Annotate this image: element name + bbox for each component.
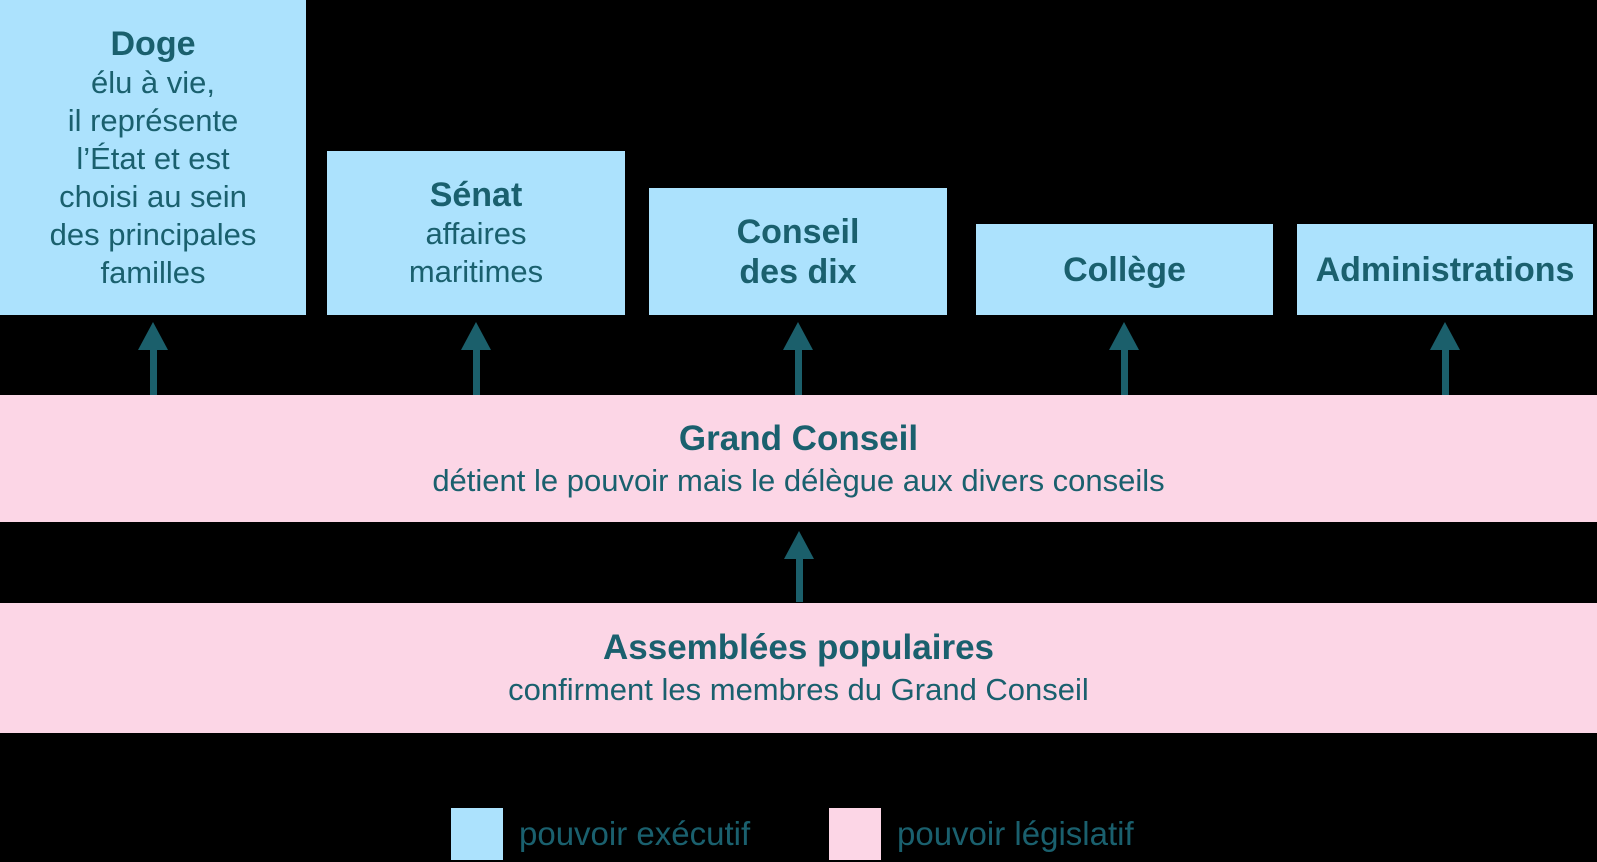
- up-arrow-to-senat: [461, 322, 491, 395]
- doge-line: élu à vie,: [90, 64, 216, 100]
- box-senat: Sénat affaires maritimes: [327, 151, 625, 315]
- up-arrow-to-college: [1109, 322, 1139, 395]
- legend-executive-label: pouvoir exécutif: [519, 815, 751, 852]
- box-doge: Doge élu à vie, il représente l’État et …: [0, 0, 306, 315]
- conseil-des-dix-title-line1: Conseil: [736, 212, 860, 251]
- arrow-stem: [795, 559, 803, 602]
- doge-line: choisi au sein: [59, 178, 247, 214]
- college-title: Collège: [1063, 250, 1186, 289]
- legend-legislative-label: pouvoir législatif: [897, 815, 1134, 852]
- arrow-stem: [1120, 350, 1128, 395]
- administrations-title: Administrations: [1315, 250, 1575, 289]
- arrow-stem: [472, 350, 480, 395]
- arrowhead-icon: [138, 322, 168, 350]
- doge-title: Doge: [110, 24, 196, 63]
- box-administrations: Administrations: [1297, 224, 1593, 315]
- arrow-stem: [1441, 350, 1449, 395]
- up-arrow-to-doge: [138, 322, 168, 395]
- legend-legislative-swatch: [829, 808, 881, 860]
- box-conseil-des-dix: Conseil des dix: [649, 188, 947, 315]
- arrowhead-icon: [461, 322, 491, 350]
- up-arrow-to-conseil-des-dix: [783, 322, 813, 395]
- arrow-stem: [794, 350, 802, 395]
- assemblees-populaires-title: Assemblées populaires: [603, 628, 994, 667]
- legend-executive-swatch: [451, 808, 503, 860]
- band-assemblees-populaires: Assemblées populaires confirment les mem…: [0, 603, 1597, 733]
- up-arrow-to-administrations: [1430, 322, 1460, 395]
- arrow-stem: [149, 350, 157, 395]
- doge-line: il représente: [67, 102, 239, 138]
- arrowhead-icon: [784, 531, 814, 559]
- band-grand-conseil: Grand Conseil détient le pouvoir mais le…: [0, 395, 1597, 522]
- assemblees-populaires-subtitle: confirment les membres du Grand Conseil: [508, 672, 1089, 707]
- box-college: Collège: [976, 224, 1273, 315]
- grand-conseil-title: Grand Conseil: [678, 418, 919, 458]
- doge-line: l’État et est: [76, 140, 230, 176]
- arrowhead-icon: [783, 322, 813, 350]
- doge-line: des principales: [49, 216, 257, 252]
- legend: pouvoir exécutif pouvoir législatif: [0, 808, 1597, 862]
- grand-conseil-subtitle: détient le pouvoir mais le délègue aux d…: [432, 462, 1165, 498]
- senat-line: maritimes: [408, 254, 544, 289]
- up-arrow-to-grand-conseil: [784, 531, 814, 602]
- senat-line: affaires: [425, 216, 527, 251]
- conseil-des-dix-title-line2: des dix: [739, 252, 857, 291]
- arrowhead-icon: [1109, 322, 1139, 350]
- doge-line: familles: [100, 254, 206, 290]
- arrowhead-icon: [1430, 322, 1460, 350]
- senat-title: Sénat: [429, 176, 523, 214]
